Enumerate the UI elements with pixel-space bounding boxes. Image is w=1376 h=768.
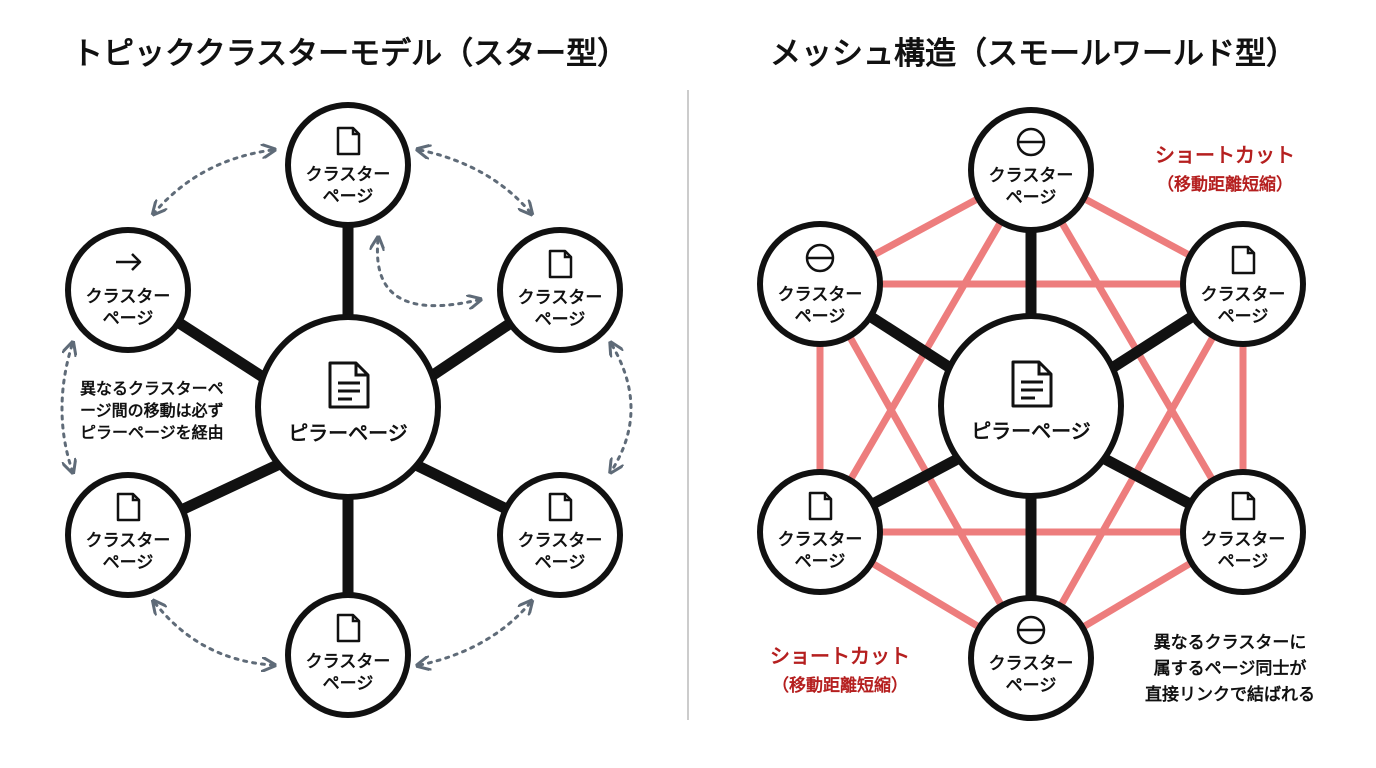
mesh-model-panel: ピラーページ クラスター ページ クラスター ページ <box>757 107 1315 721</box>
dotted-arrow-right <box>612 345 633 470</box>
cluster-node-lower-left: クラスター ページ <box>757 469 883 595</box>
cluster-label-line1: クラスター <box>86 531 171 551</box>
document-icon <box>328 361 370 409</box>
pillar-node: ピラーページ <box>938 313 1124 499</box>
dotted-arrow-top-right <box>420 150 530 212</box>
cluster-label-line1: クラスター <box>306 652 391 672</box>
document-icon <box>1231 491 1256 521</box>
cluster-label-line1: クラスター <box>778 285 863 305</box>
cluster-label-line1: クラスター <box>989 654 1074 674</box>
star-model-panel: ピラーページ クラスター ページ クラスター ページ <box>60 102 633 718</box>
cluster-node-bottom: クラスター ページ <box>285 592 411 718</box>
star-dotted-arrows <box>60 150 633 665</box>
cluster-node-upper-left: クラスター ページ <box>757 221 883 347</box>
cluster-node-top: クラスター ページ <box>968 107 1094 233</box>
document-icon <box>336 126 361 156</box>
mesh-note-line1: 異なるクラスターに <box>1154 633 1307 653</box>
shortcut-label-top: ショートカット （移動距離短縮） <box>1155 143 1295 195</box>
cluster-node-top: クラスター ページ <box>285 102 411 228</box>
cluster-node-lower-right: クラスター ページ <box>497 472 623 598</box>
shortcut-sub-label: （移動距離短縮） <box>1157 174 1293 195</box>
arrow-right-icon <box>116 253 142 271</box>
document-icon <box>1011 360 1053 408</box>
star-note-line1: 異なるクラスターペ <box>80 379 224 398</box>
pillar-label: ピラーページ <box>288 421 408 445</box>
minus-circle-icon <box>1016 127 1046 157</box>
cluster-label-line2: ページ <box>535 310 586 330</box>
pillar-node: ピラーページ <box>255 314 441 500</box>
star-note-line3: ピラーページを経由 <box>80 423 224 442</box>
document-icon <box>1231 245 1256 275</box>
cluster-label-line2: ページ <box>103 309 154 329</box>
shortcut-label-bottom: ショートカット （移動距離短縮） <box>770 644 910 696</box>
pillar-label: ピラーページ <box>971 419 1091 443</box>
cluster-label-line1: クラスター <box>518 531 603 551</box>
dotted-arrow-bottom-right <box>420 603 530 665</box>
mesh-note-line3: 直接リンクで結ばれる <box>1145 684 1315 705</box>
cluster-label-line2: ページ <box>1006 676 1057 696</box>
minus-circle-icon <box>805 243 835 273</box>
cluster-node-lower-right: クラスター ページ <box>1180 469 1306 595</box>
cluster-label-line2: ページ <box>795 307 846 327</box>
cluster-label-line2: ページ <box>535 553 586 573</box>
cluster-label-line2: ページ <box>1006 188 1057 208</box>
cluster-node-upper-right: クラスター ページ <box>1180 221 1306 347</box>
cluster-label-line2: ページ <box>1218 552 1269 572</box>
cluster-label-line2: ページ <box>795 552 846 572</box>
shortcut-sub-label: （移動距離短縮） <box>772 675 908 696</box>
cluster-label-line1: クラスター <box>518 288 603 308</box>
star-model-title: トピッククラスターモデル（スター型） <box>72 36 628 72</box>
cluster-label-line2: ページ <box>323 674 374 694</box>
dotted-arrow-bottom-left <box>155 603 272 665</box>
cluster-node-lower-left: クラスター ページ <box>65 472 191 598</box>
cluster-label-line2: ページ <box>1218 307 1269 327</box>
mesh-note-line2: 属するページ同士が <box>1154 658 1307 679</box>
cluster-label-line1: クラスター <box>86 287 171 307</box>
star-note: 異なるクラスターペ ージ間の移動は必ず ピラーページを経由 <box>80 379 224 442</box>
shortcut-label: ショートカット <box>770 644 910 668</box>
cluster-label-line1: クラスター <box>1201 285 1286 305</box>
shortcut-label: ショートカット <box>1155 143 1295 167</box>
cluster-node-upper-left: クラスター ページ <box>65 227 191 353</box>
cluster-label-line1: クラスター <box>989 166 1074 186</box>
minus-circle-icon <box>1016 615 1046 645</box>
document-icon <box>808 491 833 521</box>
cluster-label-line2: ページ <box>103 553 154 573</box>
mesh-note: 異なるクラスターに 属するページ同士が 直接リンクで結ばれる <box>1145 633 1315 705</box>
cluster-label-line2: ページ <box>323 187 374 207</box>
document-icon <box>548 492 573 522</box>
document-icon <box>336 613 361 643</box>
document-icon <box>116 492 141 522</box>
dotted-arrow-left <box>60 345 72 470</box>
cluster-node-upper-right: クラスター ページ <box>497 227 623 353</box>
cluster-label-line1: クラスター <box>778 530 863 550</box>
cluster-label-line1: クラスター <box>306 165 391 185</box>
cluster-node-bottom: クラスター ページ <box>968 595 1094 721</box>
mesh-model-title: メッシュ構造（スモールワールド型） <box>770 36 1297 72</box>
cluster-label-line1: クラスター <box>1201 530 1286 550</box>
dotted-arrow-inner <box>377 240 478 306</box>
document-icon <box>548 249 573 279</box>
dotted-arrow-top-left <box>155 150 272 212</box>
star-note-line2: ージ間の移動は必ず <box>80 401 224 420</box>
